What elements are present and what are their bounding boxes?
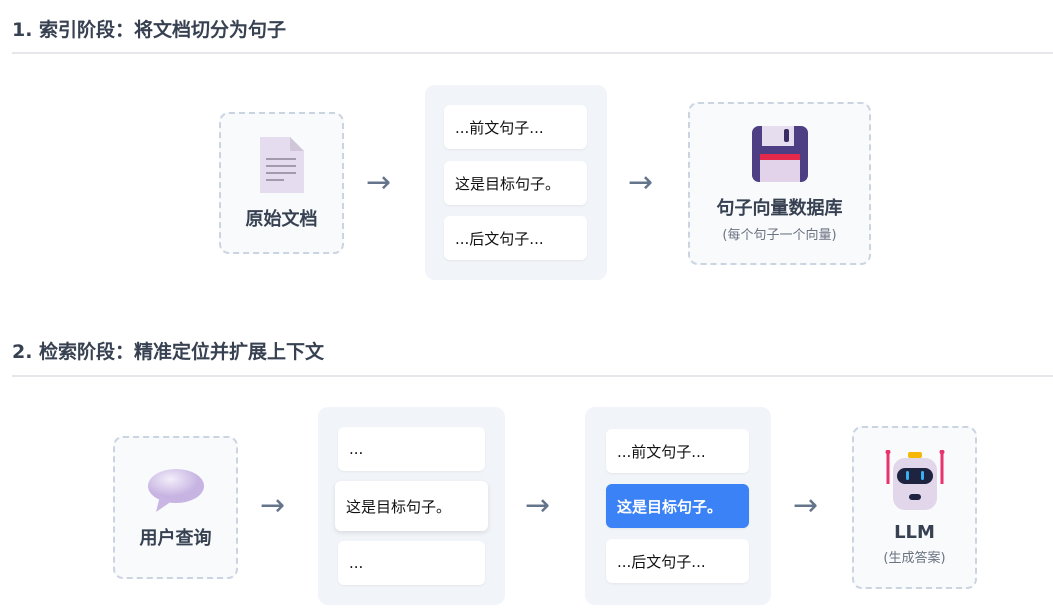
node-label: 句子向量数据库: [716, 198, 843, 219]
section2-title: 2. 检索阶段：精准定位并扩展上下文: [12, 341, 325, 363]
speech-bubble-icon: [147, 468, 204, 512]
original-document-node: 原始文档: [219, 112, 344, 254]
floppy-disk-icon: [751, 126, 808, 182]
divider: [12, 52, 1053, 54]
matched-sentence-card: 这是目标句子。: [335, 481, 488, 531]
target-sentence-card: 这是目标句子。: [606, 484, 749, 528]
arrow-icon: →: [525, 488, 551, 523]
node-sublabel: (生成答案): [883, 550, 946, 566]
arrow-icon: →: [260, 488, 286, 523]
divider: [12, 375, 1053, 377]
node-label: LLM: [894, 521, 935, 543]
arrow-icon: →: [366, 165, 392, 200]
node-label: 用户查询: [139, 527, 212, 549]
llm-node: LLM (生成答案): [852, 426, 977, 589]
user-query-node: 用户查询: [113, 436, 238, 579]
match-panel: ... 这是目标句子。 ...: [318, 407, 505, 605]
sentence-card: ...: [338, 427, 485, 471]
sentence-card: ...前文句子...: [606, 429, 749, 473]
sentence-card: ...后文句子...: [444, 216, 587, 260]
vector-db-node: 句子向量数据库 (每个句子一个向量): [688, 102, 871, 265]
sentence-card: ...后文句子...: [606, 539, 749, 583]
sentence-card: ...: [338, 541, 485, 585]
sentence-split-panel: ...前文句子... 这是目标句子。 ...后文句子...: [425, 85, 607, 280]
sentence-card: 这是目标句子。: [444, 161, 587, 205]
robot-icon: [885, 449, 944, 510]
section1-title: 1. 索引阶段：将文档切分为句子: [12, 19, 287, 41]
document-icon: [259, 137, 304, 193]
node-sublabel: (每个句子一个向量): [722, 228, 837, 243]
arrow-icon: →: [628, 165, 654, 200]
expanded-context-panel: ...前文句子... 这是目标句子。 ...后文句子...: [585, 407, 771, 605]
node-label: 原始文档: [245, 209, 318, 230]
arrow-icon: →: [793, 488, 819, 523]
sentence-card: ...前文句子...: [444, 105, 587, 149]
